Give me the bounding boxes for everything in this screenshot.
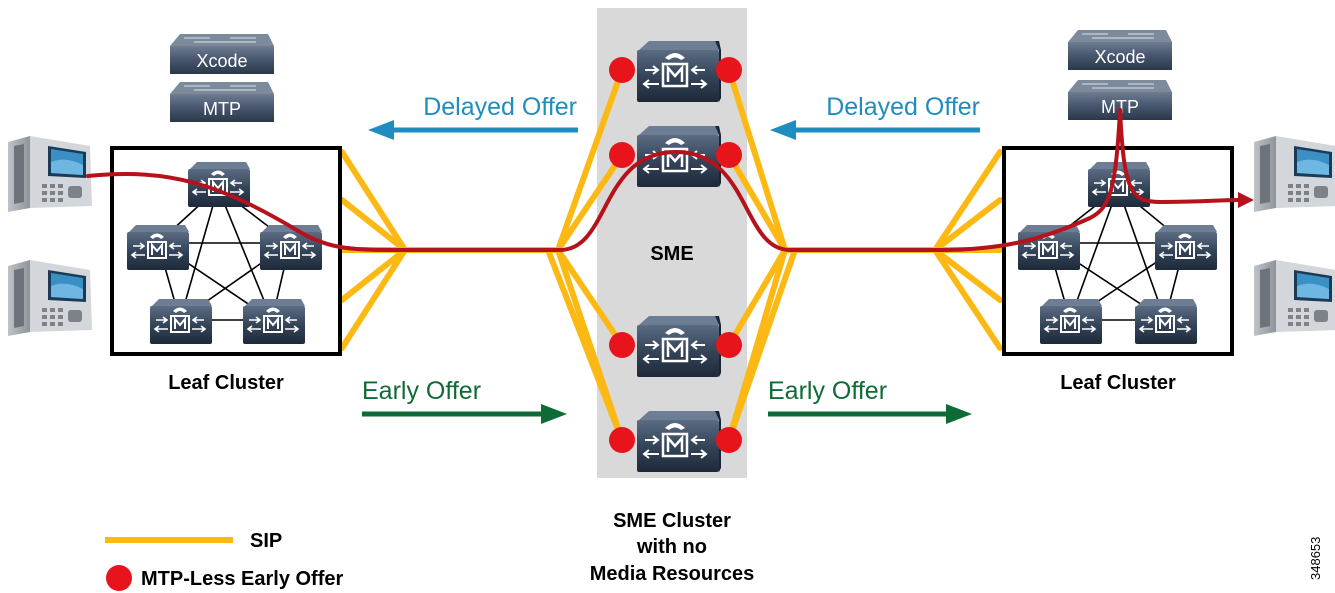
legend-mtp-less-label: MTP-Less Early Offer xyxy=(141,568,344,590)
sme-cluster-caption: SME Cluster with no Media Resources xyxy=(590,510,755,585)
right-leaf-cluster xyxy=(1002,146,1234,356)
svg-text:Xcode: Xcode xyxy=(196,51,247,71)
early-offer-left-label: Early Offer xyxy=(362,377,481,405)
left-leaf-cluster xyxy=(110,146,342,356)
right-leaf-cluster-label: Leaf Cluster xyxy=(1060,372,1176,394)
delayed-offer-left-arrow xyxy=(368,120,578,140)
early-offer-right-label: Early Offer xyxy=(768,377,887,405)
right-phone-1 xyxy=(1254,136,1335,212)
legend: SIP MTP-Less Early Offer xyxy=(105,530,344,591)
left-mtp-device: MTP xyxy=(169,81,275,123)
sme-server-1 xyxy=(635,39,723,104)
left-cluster-node-3 xyxy=(259,224,323,271)
left-leaf-cluster-label: Leaf Cluster xyxy=(168,372,284,394)
svg-text:Xcode: Xcode xyxy=(1094,47,1145,67)
sme-server-4 xyxy=(635,409,723,474)
left-cluster-node-5 xyxy=(242,298,306,345)
early-offer-right-arrow xyxy=(768,404,972,424)
sme-server-3 xyxy=(635,314,723,379)
svg-text:MTP: MTP xyxy=(203,99,241,119)
svg-text:MTP: MTP xyxy=(1101,97,1139,117)
legend-mtp-less-dot xyxy=(106,565,132,591)
right-cluster-node-2 xyxy=(1017,224,1081,271)
left-phone-1 xyxy=(8,136,92,212)
svg-text:Media Resources: Media Resources xyxy=(590,563,755,585)
right-cluster-node-3 xyxy=(1154,224,1218,271)
right-xcode-device: Xcode xyxy=(1067,29,1173,71)
delayed-offer-left-label: Delayed Offer xyxy=(423,93,577,121)
right-cluster-node-4 xyxy=(1039,298,1103,345)
right-phone-2 xyxy=(1254,260,1335,336)
mtp-less-dots xyxy=(609,57,742,453)
right-mtp-device: MTP xyxy=(1067,79,1173,121)
svg-text:SME Cluster: SME Cluster xyxy=(613,510,731,532)
left-phone-2 xyxy=(8,260,92,336)
right-cluster-node-5 xyxy=(1134,298,1198,345)
delayed-offer-right-arrow xyxy=(770,120,980,140)
legend-sip-label: SIP xyxy=(250,530,282,552)
early-offer-left-arrow xyxy=(362,404,567,424)
media-path xyxy=(86,108,1254,252)
left-xcode-device: Xcode xyxy=(169,33,275,75)
delayed-offer-right-label: Delayed Offer xyxy=(826,93,980,121)
left-cluster-node-4 xyxy=(149,298,213,345)
svg-text:with no: with no xyxy=(636,536,707,558)
sme-label: SME xyxy=(650,243,693,265)
left-cluster-node-2 xyxy=(126,224,190,271)
figure-id: 348653 xyxy=(1308,537,1323,580)
